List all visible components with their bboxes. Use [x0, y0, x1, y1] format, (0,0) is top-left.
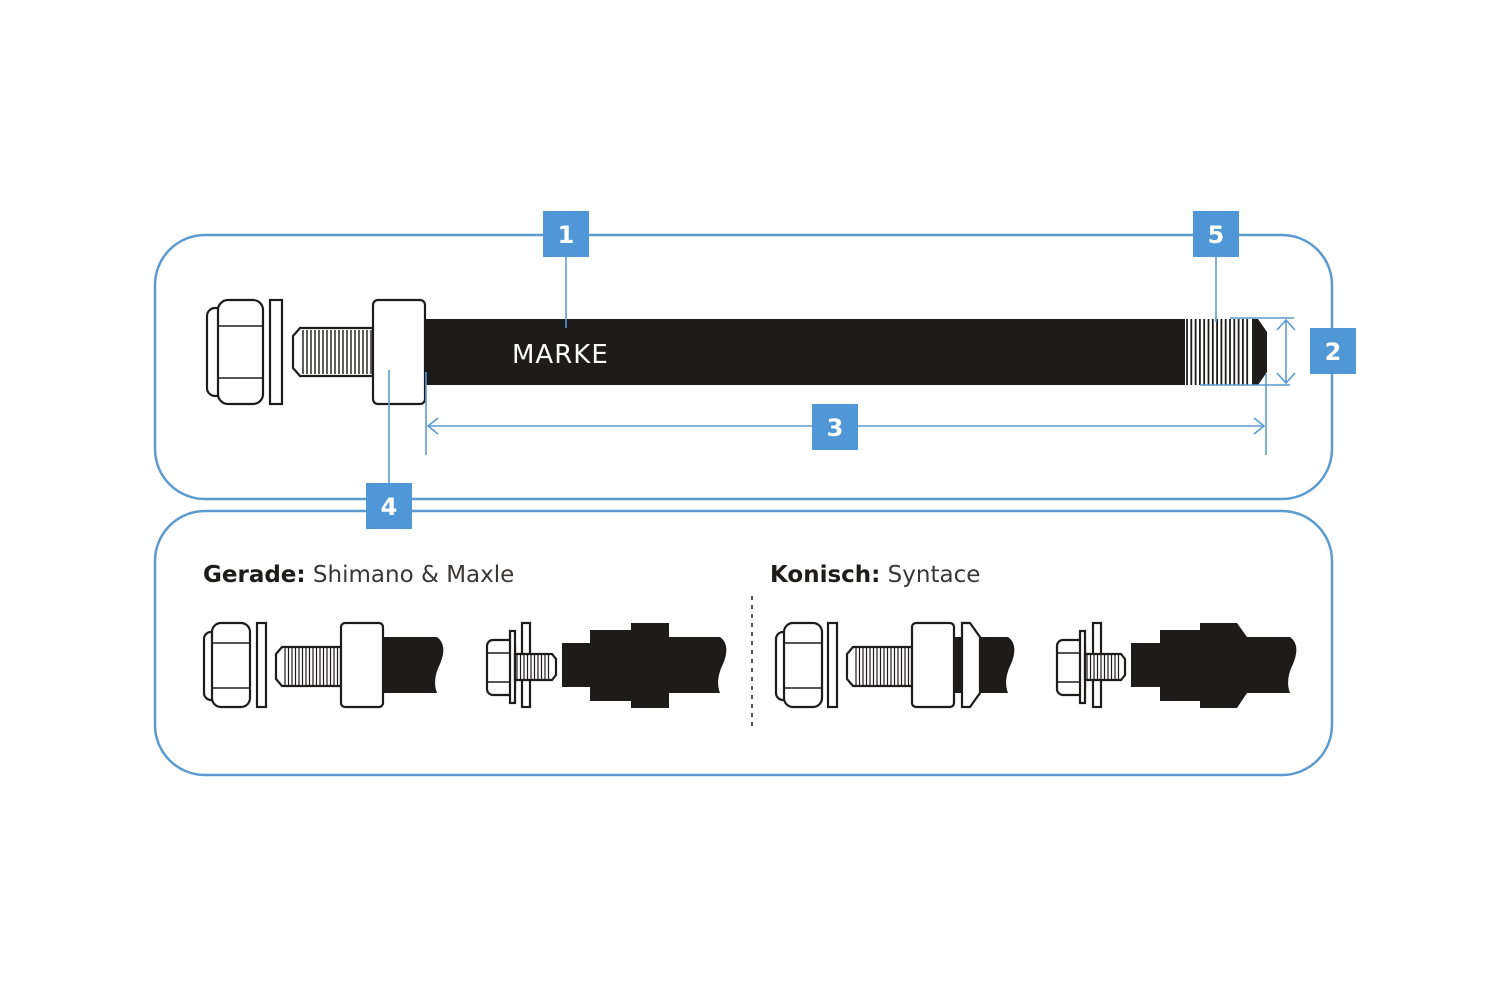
- brand-text: MARKE: [512, 340, 609, 370]
- svg-text:5: 5: [1208, 221, 1225, 249]
- bolt-thread-icon: [291, 326, 376, 378]
- svg-text:2: 2: [1325, 338, 1342, 366]
- callout-2: 2: [1310, 328, 1356, 374]
- callout-5: 5: [1193, 211, 1239, 257]
- svg-text:1: 1: [558, 221, 575, 249]
- callout-1: 1: [543, 211, 589, 257]
- nut-icon: [205, 298, 284, 406]
- callout-3: 3: [812, 404, 858, 450]
- straight-axle-end-icon: [202, 621, 444, 709]
- variant-conical-caption: Konisch: Syntace: [770, 562, 980, 588]
- callout-4: 4: [366, 483, 412, 529]
- axle-head: [371, 298, 427, 406]
- straight-hub-icon: [485, 621, 727, 709]
- conical-hub-icon: [1055, 621, 1297, 709]
- bottom-panel: [153, 509, 1334, 777]
- axle-shaft: [425, 319, 1185, 385]
- conical-axle-end-icon: [774, 621, 1015, 709]
- main-axle-drawing: MARKE: [205, 298, 1267, 406]
- svg-text:3: 3: [827, 414, 844, 442]
- svg-text:4: 4: [381, 493, 398, 521]
- variant-straight-caption: Gerade: Shimano & Maxle: [203, 562, 514, 588]
